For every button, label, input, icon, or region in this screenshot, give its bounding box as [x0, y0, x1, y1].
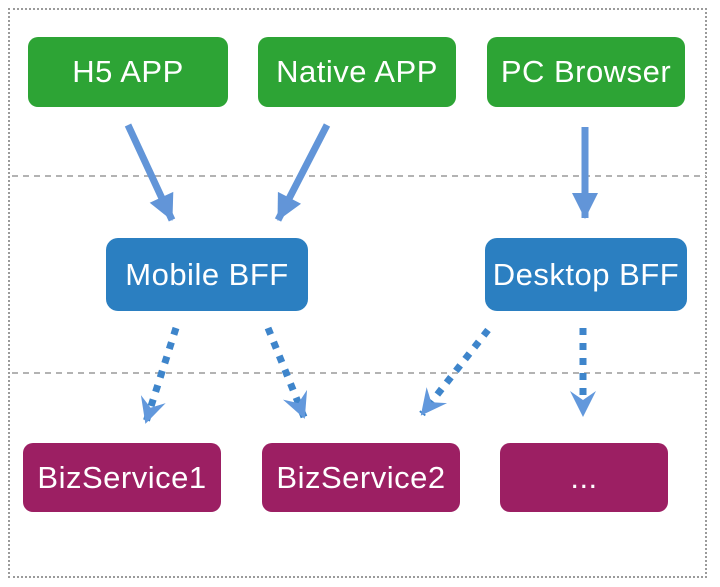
node-native-app: Native APP: [258, 37, 456, 107]
node-label: Mobile BFF: [125, 256, 289, 292]
node-more-services: ...: [500, 443, 668, 512]
node-mobile-bff: Mobile BFF: [106, 238, 308, 311]
node-bizservice1: BizService1: [23, 443, 221, 512]
node-bizservice2: BizService2: [262, 443, 460, 512]
node-h5-app: H5 APP: [28, 37, 228, 107]
arrow-mobile-bff-to-bizservice1: [140, 326, 180, 424]
node-pc-browser: PC Browser: [487, 37, 685, 107]
node-label: Desktop BFF: [492, 256, 680, 292]
arrow-native-to-mobile-bff: [274, 123, 331, 222]
node-desktop-bff: Desktop BFF: [485, 238, 687, 311]
node-label: PC Browser: [500, 54, 672, 89]
arrow-mobile-bff-to-bizservice2: [264, 326, 308, 419]
arrow-h5-to-mobile-bff: [124, 123, 176, 222]
node-label: BizService2: [276, 459, 446, 495]
diagram-dotted-frame: [8, 8, 707, 578]
node-label: Native APP: [276, 54, 438, 89]
arrow-desktop-bff-to-bizservice2: [419, 327, 491, 417]
node-label: H5 APP: [72, 54, 184, 89]
node-label: ...: [570, 459, 598, 495]
node-label: BizService1: [37, 459, 207, 495]
